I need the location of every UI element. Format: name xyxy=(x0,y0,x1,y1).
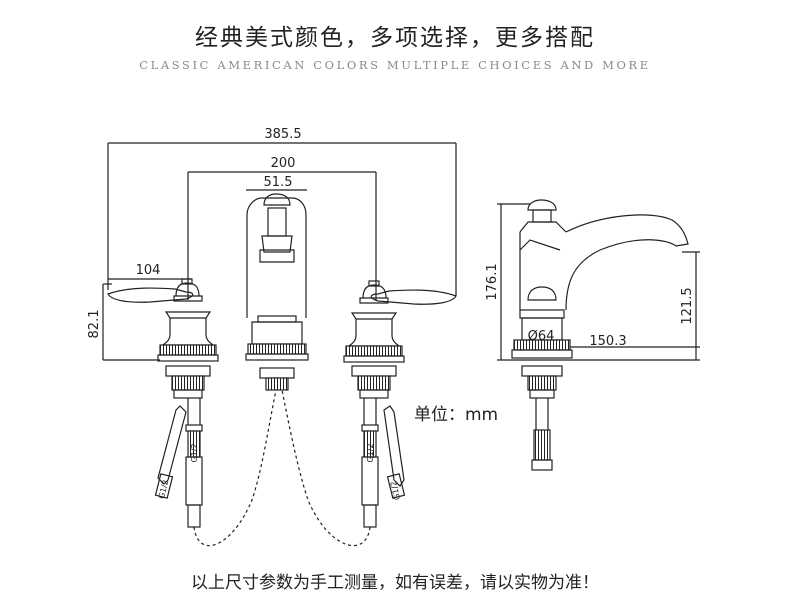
hose-label-right-angled: G1/2 xyxy=(389,480,402,501)
connecting-hose-left xyxy=(193,389,277,547)
dim-overall-width-label: 385.5 xyxy=(264,127,301,142)
side-view-faucet xyxy=(497,199,700,471)
left-hoses xyxy=(154,405,203,528)
page-subtitle: CLASSIC AMERICAN COLORS MULTIPLE CHOICES… xyxy=(139,58,651,72)
center-spout xyxy=(245,193,309,391)
hose-label-left-angled: G1/2 xyxy=(157,479,170,500)
footer-note: 以上尺寸参数为手工测量，如有误差，请以实物为准！ xyxy=(191,573,599,593)
dim-handle-length-label: 104 xyxy=(136,263,161,278)
dim-handle-height-label: 82.1 xyxy=(87,310,102,339)
right-handle xyxy=(343,280,457,425)
connecting-hose-right xyxy=(281,389,371,547)
dim-side-total-height-label: 176.1 xyxy=(485,263,500,300)
dim-base-diameter-label: Ø64 xyxy=(528,329,555,344)
dim-handle-spacing-label: 200 xyxy=(271,156,296,171)
hose-label-right-straight: G1/2 xyxy=(366,443,375,462)
page-title: 经典美式颜色，多项选择，更多搭配 xyxy=(195,25,595,51)
right-hoses xyxy=(361,405,406,528)
hose-label-left-straight: G1/2 xyxy=(190,443,199,462)
left-handle xyxy=(107,278,219,425)
unit-label: 单位：mm xyxy=(414,405,499,425)
dim-overall-width-line xyxy=(107,142,457,296)
dim-spout-width-label: 51.5 xyxy=(264,175,293,190)
dim-side-reach-label: 150.3 xyxy=(589,334,626,349)
dim-handle-height-line xyxy=(102,283,160,361)
dim-side-spout-height-label: 121.5 xyxy=(680,287,695,324)
